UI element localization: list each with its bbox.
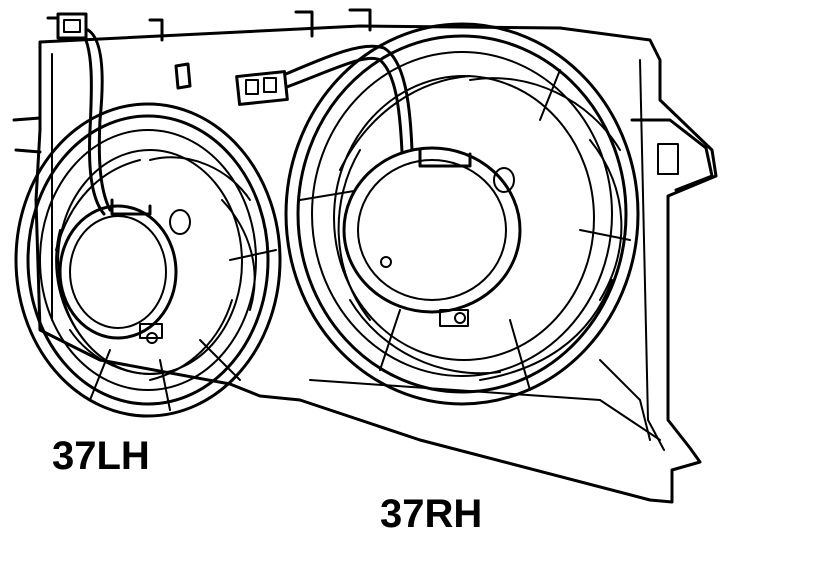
wire-harness-left	[86, 28, 112, 212]
connector-middle	[235, 70, 289, 106]
label-37rh: 37RH	[380, 492, 483, 536]
connector-top	[56, 12, 88, 40]
right-fan	[284, 22, 640, 406]
wire-harness-right	[260, 44, 414, 152]
shroud-frame	[34, 24, 718, 504]
label-37lh: 37LH	[52, 434, 150, 478]
left-fan	[14, 102, 282, 418]
